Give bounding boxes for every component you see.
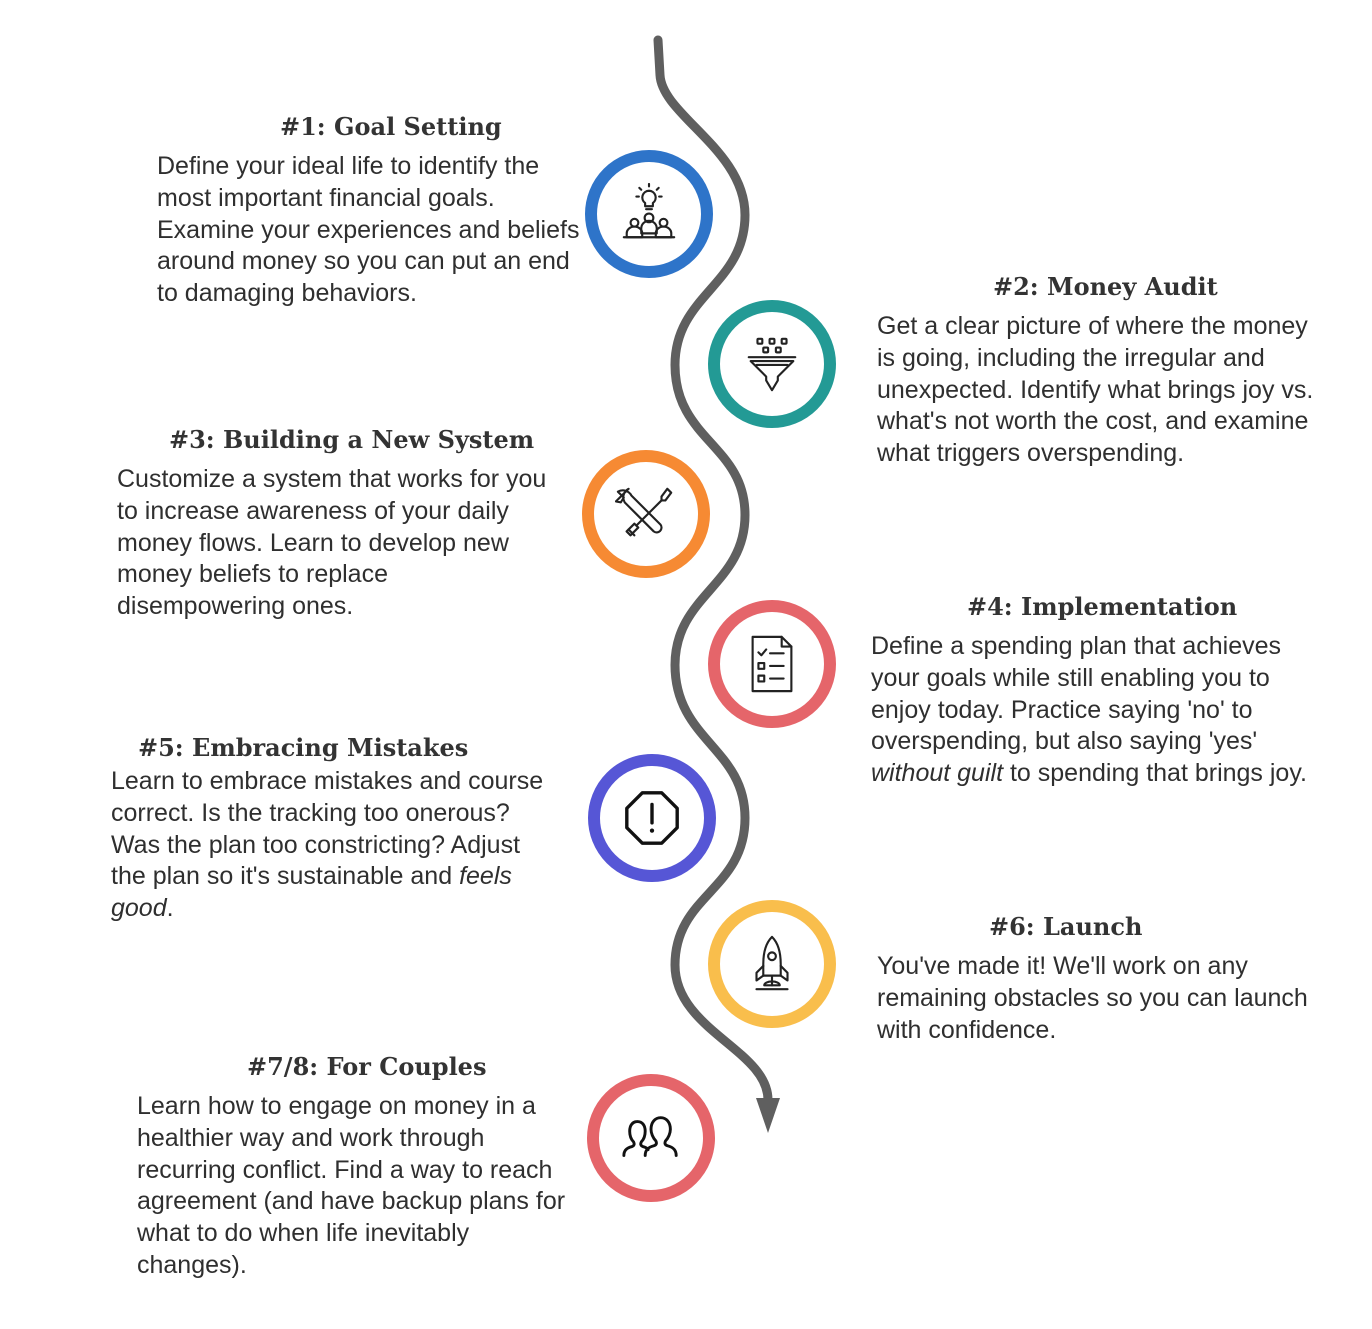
desc-text: to spending that brings joy. xyxy=(1003,759,1307,788)
step-title: #3: Building a New System xyxy=(169,425,535,454)
goal-setting-icon-circle xyxy=(585,150,713,278)
step-description: Define your ideal life to identify the m… xyxy=(157,152,580,308)
step-title: #5: Embracing Mistakes xyxy=(138,733,469,762)
step-description: Get a clear picture of where the money i… xyxy=(877,312,1314,468)
step-embracing-mistakes: #5: Embracing Mistakes Learn to embrace … xyxy=(111,733,561,925)
desc-text: Learn to embrace mistakes and course cor… xyxy=(111,767,544,891)
step-title: #6: Launch xyxy=(989,912,1143,941)
launch-icon-circle xyxy=(708,900,836,1028)
step-implementation: #4: Implementation Define a spending pla… xyxy=(871,592,1331,790)
step-goal-setting: #1: Goal Setting Define your ideal life … xyxy=(157,112,587,310)
step-launch: #6: Launch You've made it! We'll work on… xyxy=(877,912,1317,1046)
lightbulb-team-icon xyxy=(622,183,676,239)
embracing-mistakes-icon-circle xyxy=(588,754,716,882)
arrow-head xyxy=(756,1098,780,1133)
step-description: Learn how to engage on money in a health… xyxy=(137,1092,566,1279)
couple-icon xyxy=(622,1116,678,1157)
step-description: You've made it! We'll work on any remain… xyxy=(877,952,1308,1044)
step-title: #1: Goal Setting xyxy=(280,112,502,141)
step-title: #2: Money Audit xyxy=(993,272,1218,301)
step-money-audit: #2: Money Audit Get a clear picture of w… xyxy=(877,272,1317,470)
step-title: #7/8: For Couples xyxy=(247,1052,487,1081)
step-description: Learn to embrace mistakes and course cor… xyxy=(111,766,561,925)
desc-text: Define a spending plan that achieves you… xyxy=(871,632,1282,756)
building-system-icon-circle xyxy=(582,450,710,578)
desc-text: . xyxy=(166,894,174,923)
tools-icon xyxy=(615,487,673,537)
for-couples-icon-circle xyxy=(587,1074,715,1202)
step-building-new-system: #3: Building a New System Customize a sy… xyxy=(117,425,557,623)
desc-emphasis: without guilt xyxy=(871,759,1004,788)
step-for-couples: #7/8: For Couples Learn how to engage on… xyxy=(137,1052,577,1282)
money-audit-icon-circle xyxy=(708,300,836,428)
implementation-icon-circle xyxy=(708,600,836,728)
step-description: Define a spending plan that achieves you… xyxy=(871,631,1331,790)
step-description: Customize a system that works for you to… xyxy=(117,465,547,621)
funnel-icon xyxy=(747,337,797,392)
desc-emphasis: feels good xyxy=(111,862,512,923)
step-title: #4: Implementation xyxy=(967,592,1238,621)
winding-path-line xyxy=(653,35,773,1105)
rocket-icon xyxy=(755,935,789,991)
warning-octagon-icon xyxy=(625,791,679,845)
checklist-icon xyxy=(751,635,793,693)
